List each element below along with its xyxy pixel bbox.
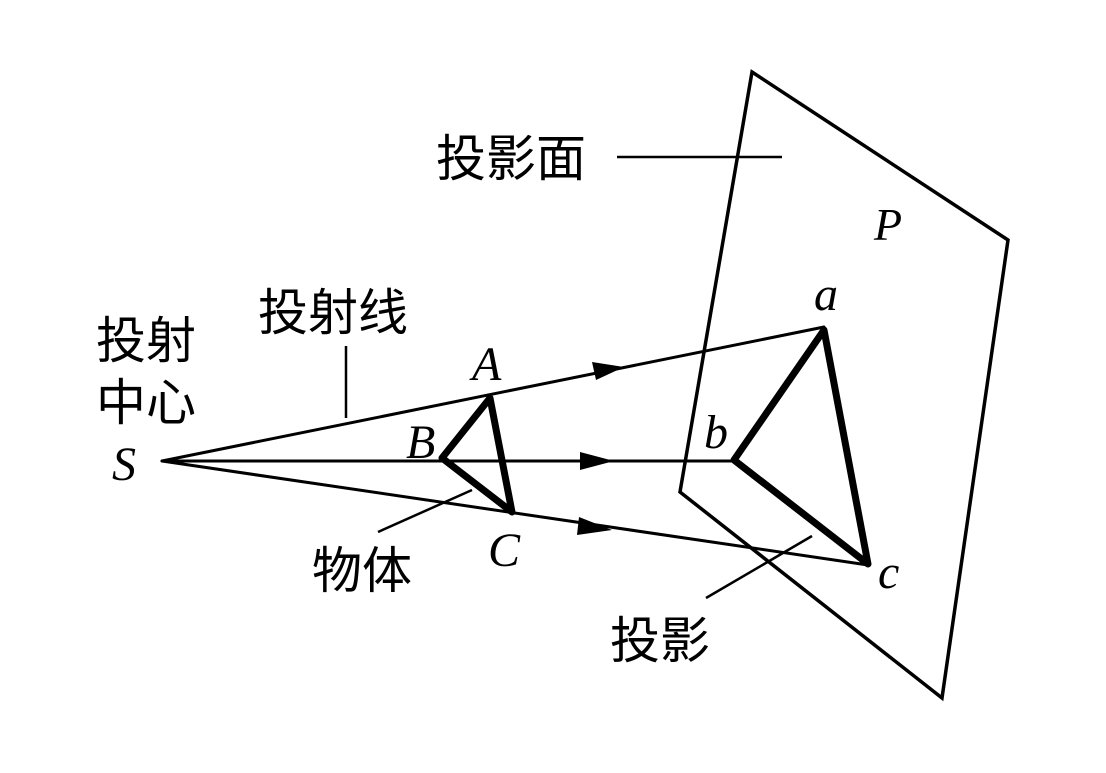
arrowhead-ray-b [580, 452, 614, 470]
projection-plane-P [678, 69, 1010, 702]
ray-S-to-a [160, 325, 826, 463]
label-point-b: b [704, 406, 728, 459]
label-projection-rays: 投射线 [258, 284, 408, 342]
label-point-A: A [469, 338, 502, 391]
label-projection-center-1: 投射 [96, 312, 196, 370]
arrowhead-ray-a [592, 362, 624, 380]
label-projection: 投影 [610, 612, 710, 670]
leader-object [377, 488, 473, 534]
label-point-B: B [406, 416, 435, 469]
label-projection-center-2: 中心 [96, 374, 196, 432]
label-projection-plane: 投影面 [436, 130, 586, 188]
arrowhead-ray-c [577, 517, 612, 535]
label-point-S: S [112, 438, 136, 491]
label-point-c: c [878, 546, 899, 599]
label-plane-P: P [873, 199, 902, 250]
label-object: 物体 [312, 542, 412, 600]
label-point-a: a [814, 268, 838, 321]
leader-projection [705, 534, 813, 600]
object-triangle-ABC [438, 394, 516, 516]
label-point-C: C [488, 524, 521, 577]
projection-triangle-abc [730, 326, 872, 568]
